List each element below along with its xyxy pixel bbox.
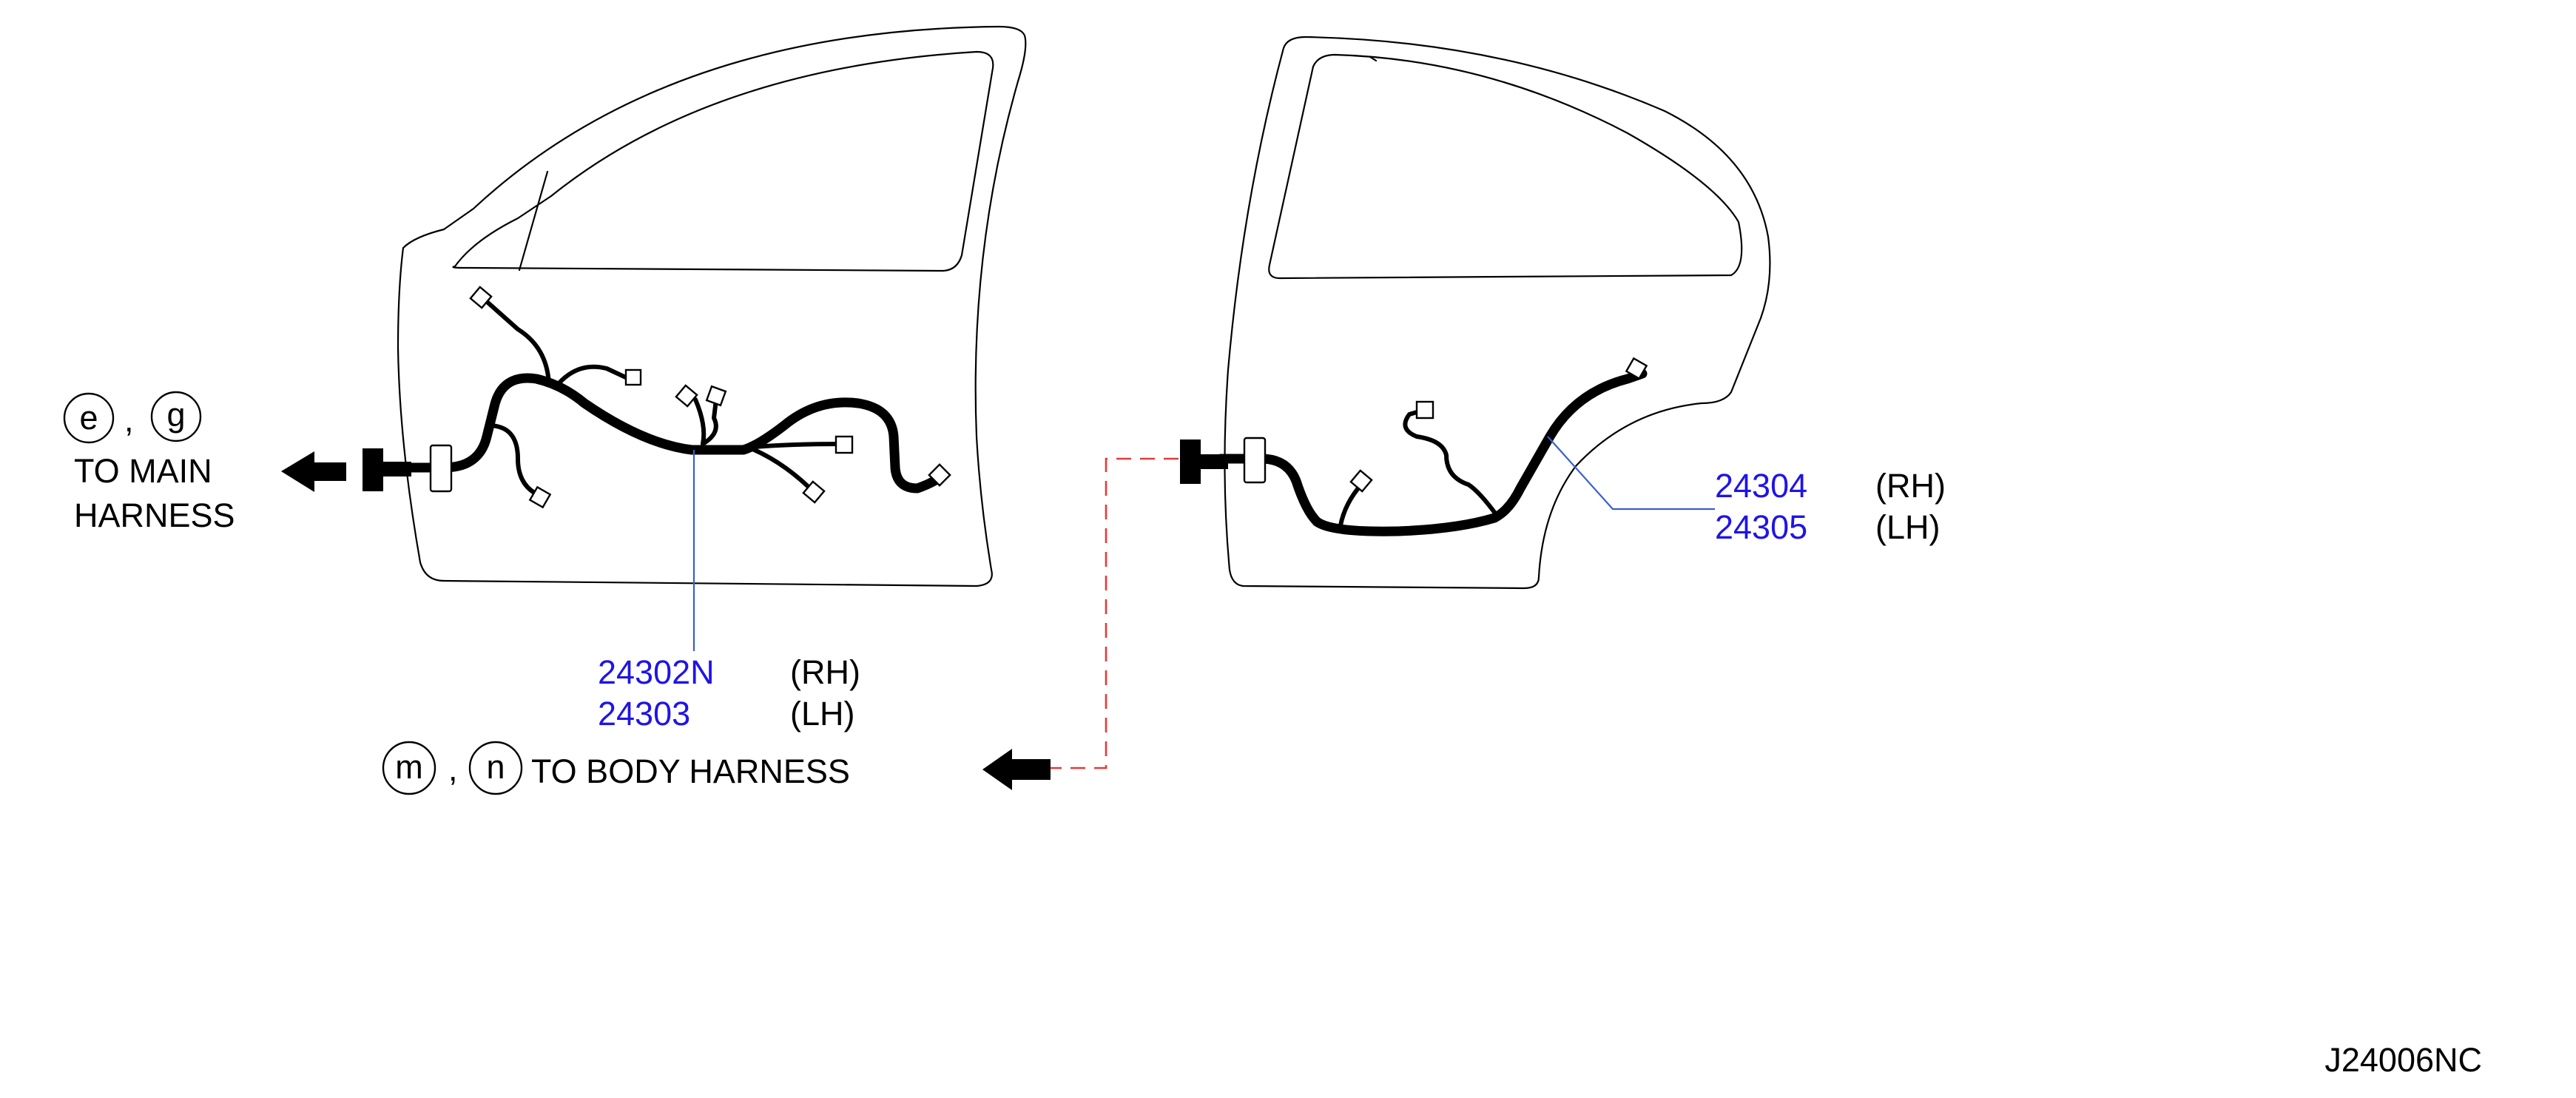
front-connector-4: [705, 385, 727, 407]
rear-door: [982, 36, 1771, 790]
front-branch-center: [693, 397, 718, 446]
to-main-harness-callout: e , g TO MAIN HARNESS: [63, 391, 235, 534]
front-part-lh-side: (LH): [790, 695, 855, 732]
front-connector-3: [675, 384, 698, 408]
rear-part-leader: [1547, 436, 1715, 511]
rear-grommet: [1243, 437, 1267, 484]
rear-part-numbers: 24304 (RH) 24305 (LH): [1715, 467, 1946, 546]
body-circle-m-label: m: [395, 748, 423, 786]
rear-connector-2: [1415, 400, 1434, 420]
front-connector-1: [469, 286, 493, 309]
front-window-division-bar: [518, 170, 549, 272]
front-part-rh: 24302N: [598, 653, 715, 691]
front-plug: [363, 448, 383, 491]
body-circle-n: [468, 741, 523, 795]
to-body-harness-callout: m , n TO BODY HARNESS: [382, 741, 850, 795]
front-door-outline: [397, 25, 1027, 587]
rear-body-harness-link: [1025, 457, 1179, 769]
front-part-lh: 24303: [598, 695, 690, 732]
to-main-arrow: [281, 451, 346, 492]
rear-branch-center: [1403, 408, 1498, 516]
rear-window-outline: [1268, 53, 1743, 280]
front-branch-lower-left: [486, 423, 546, 499]
rear-part-lh: 24305: [1715, 508, 1807, 546]
rear-connector-3: [1625, 357, 1648, 380]
body-circle-separator: ,: [448, 750, 458, 788]
to-main-line1: TO MAIN: [74, 452, 212, 490]
rear-connector-1: [1349, 469, 1373, 493]
front-branch-right: [745, 442, 846, 450]
front-connector-8: [528, 485, 552, 509]
main-circle-separator: ,: [124, 401, 134, 439]
front-grommet: [429, 444, 453, 493]
rear-part-rh-side: (RH): [1875, 467, 1946, 505]
front-part-rh-side: (RH): [790, 653, 860, 691]
front-branch-short: [554, 364, 631, 388]
main-circle-e: [63, 392, 115, 444]
figure-id: J24006NC: [2324, 1041, 2482, 1079]
front-connector-2: [624, 368, 642, 386]
main-circle-g: [150, 391, 202, 442]
rear-door-outline: [1224, 36, 1771, 590]
rear-part-lh-side: (LH): [1875, 508, 1941, 546]
body-circle-m: [382, 741, 436, 795]
rear-branch-left: [1338, 482, 1363, 528]
front-branch-upper: [482, 297, 551, 387]
rear-harness-main: [1215, 368, 1648, 536]
front-branch-lower-right: [749, 446, 816, 494]
to-main-line2: HARNESS: [74, 496, 235, 534]
rear-plug-stem: [1198, 454, 1228, 469]
front-window-outline: [452, 50, 994, 272]
rear-part-rh: 24304: [1715, 467, 1807, 505]
main-circle-e-label: e: [79, 399, 98, 437]
main-circle-g-label: g: [166, 396, 185, 434]
to-body-arrow: [982, 749, 1051, 790]
body-circle-n-label: n: [486, 748, 505, 786]
front-connector-5: [834, 435, 854, 454]
front-harness-main: [398, 373, 945, 494]
front-connector-7: [928, 463, 951, 487]
front-part-numbers: 24302N (RH) 24303 (LH): [598, 653, 860, 732]
to-body-text: TO BODY HARNESS: [531, 752, 850, 790]
rear-window-seam: [1369, 55, 1378, 62]
front-connector-6: [802, 480, 826, 504]
front-plug-stem: [382, 462, 411, 476]
front-door: [281, 25, 1027, 651]
rear-plug: [1180, 439, 1201, 484]
